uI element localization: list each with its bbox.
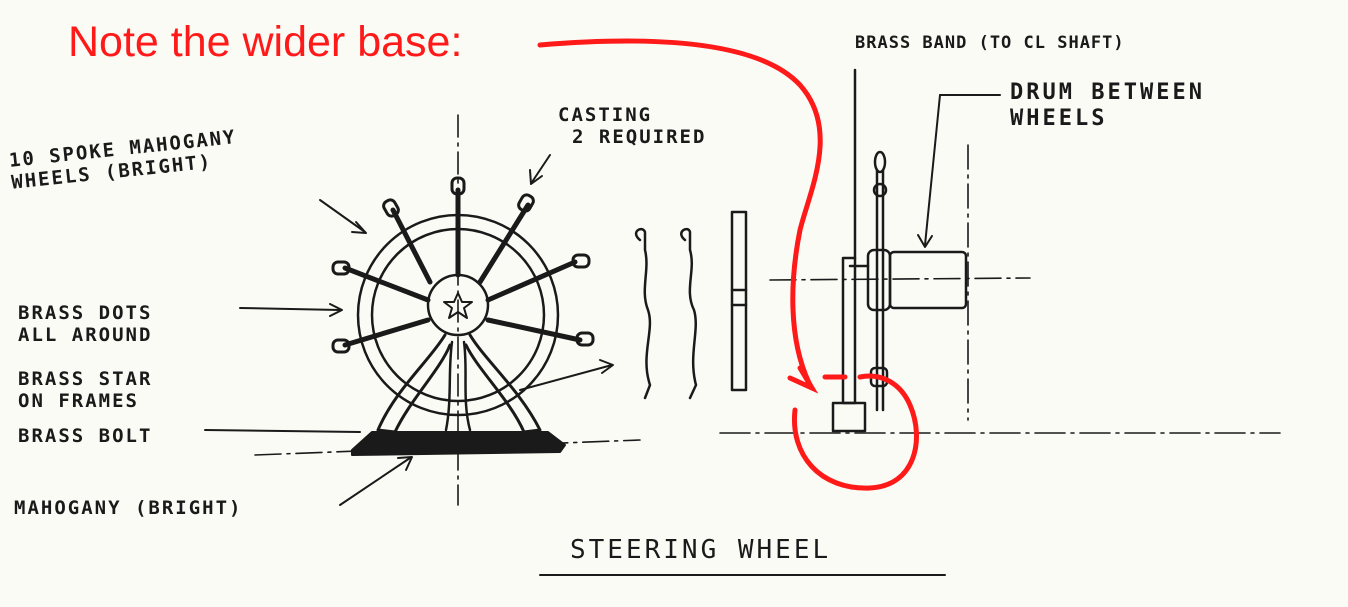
brass-star-icon (443, 292, 473, 319)
brass-star-label-line-1: BRASS STAR (18, 368, 153, 390)
brass-dots-label: BRASS DOTS ALL AROUND (18, 302, 152, 346)
diagram-title: STEERING WHEEL (570, 535, 832, 565)
casting-label: CASTING 2 REQUIRED (558, 104, 706, 148)
wheel-side-view (831, 68, 968, 433)
wheel-front-view (331, 176, 595, 456)
red-annotation (537, 38, 919, 491)
drum-label-line-1: DRUM BETWEEN (1010, 80, 1205, 105)
mahogany-base (351, 431, 566, 456)
spoke-detail-views (634, 210, 748, 400)
red-pointer-line (537, 38, 823, 388)
leader-arrows (204, 94, 1001, 506)
base-horizontal-centerline (254, 439, 641, 456)
brass-star-label: BRASS STAR ON FRAMES (18, 368, 152, 412)
brass-dots-label-line-2: ALL AROUND (18, 324, 153, 346)
brass-bolt-label: BRASS BOLT (18, 425, 153, 447)
brass-star-label-line-2: ON FRAMES (18, 390, 139, 412)
casting-label-line-2: 2 REQUIRED (572, 126, 707, 148)
brass-dots-label-line-1: BRASS DOTS (18, 302, 153, 324)
mahogany-base-label: MAHOGANY (BRIGHT) (14, 497, 243, 519)
red-base-circle (791, 373, 919, 491)
red-arrowhead (787, 365, 819, 394)
casting-label-line-1: CASTING (558, 104, 653, 126)
shaft-centerline (769, 277, 1031, 281)
note-text: Note the wider base: (68, 18, 463, 66)
drum-label-line-2: WHEELS (1010, 106, 1108, 131)
brass-band-label: BRASS BAND (TO CL SHAFT) (855, 33, 1125, 53)
drum-label: DRUM BETWEEN WHEELS (1010, 80, 1205, 132)
